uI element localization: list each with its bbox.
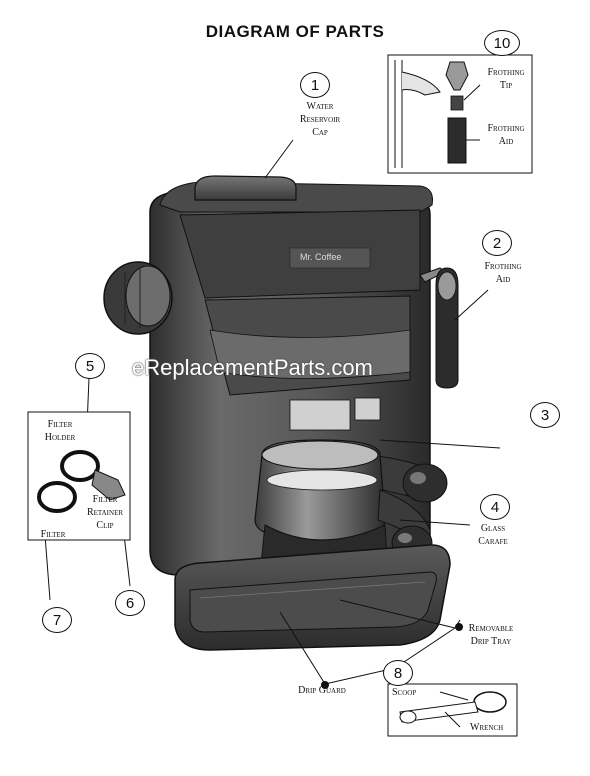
- diagram-title: DIAGRAM OF PARTS: [205, 22, 385, 41]
- frothing-aid: [435, 267, 459, 389]
- label-removable-drip-tray: Removable Drip Tray: [468, 623, 514, 647]
- callout-10: 10: [484, 30, 520, 56]
- label-inset-frothing-aid: Frothing Aid: [487, 123, 525, 147]
- callout-1: 1: [300, 72, 330, 98]
- label-drip-guard: Drip Guard: [298, 685, 346, 696]
- machine-body: [103, 175, 459, 651]
- inset-filter-parts: [27, 411, 131, 541]
- label-scoop: Scoop: [392, 687, 417, 698]
- inset-scoop-wrench: [387, 683, 518, 737]
- label-water-reservoir-cap: Water Reservoir Cap: [299, 101, 341, 138]
- label-frothing-aid: Frothing Aid: [484, 261, 522, 285]
- removable-drip-tray: [189, 571, 437, 633]
- brand-logo: Mr. Coffee: [300, 252, 342, 262]
- callout-3: 3: [530, 402, 560, 428]
- water-reservoir-cap: [194, 175, 297, 201]
- label-frothing-tip: Frothing Tip: [487, 67, 525, 91]
- label-filter: Filter: [40, 529, 66, 540]
- callout-4: 4: [480, 494, 510, 520]
- callout-8: 8: [383, 660, 413, 686]
- callout-6: 6: [115, 590, 145, 616]
- inset-frothing-tip: [387, 54, 533, 174]
- watermark-text: eReplacementParts.com: [132, 355, 373, 380]
- callout-2: 2: [482, 230, 512, 256]
- callout-5: 5: [75, 353, 105, 379]
- label-glass-carafe: Glass Carafe: [478, 523, 508, 547]
- callout-7: 7: [42, 607, 72, 633]
- label-filter-holder: Filter Holder: [44, 419, 76, 443]
- label-wrench: Wrench: [470, 722, 504, 733]
- label-filter-retainer-clip: Filter Retainer Clip: [86, 494, 124, 531]
